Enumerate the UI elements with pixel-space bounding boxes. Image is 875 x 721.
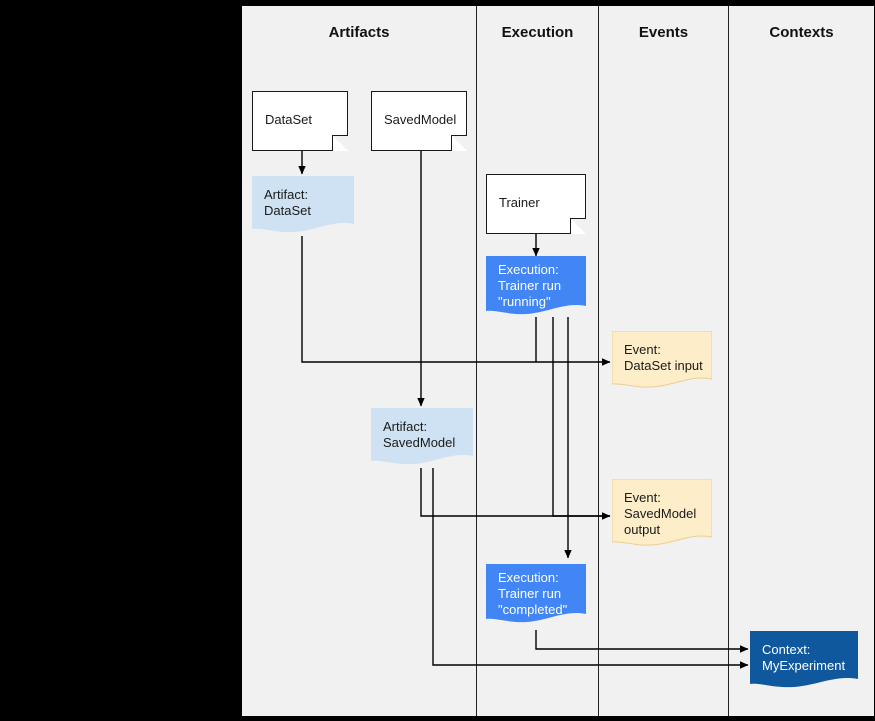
node-event-dataset-input[interactable]: Event: DataSet input: [612, 331, 712, 393]
node-execution-running-label: Execution: Trainer run "running": [498, 262, 562, 309]
page-fold-icon: [451, 135, 467, 151]
node-savedmodel-type-label: SavedModel: [384, 112, 457, 127]
column-divider-artifacts-execution: [476, 6, 477, 716]
node-context-myexperiment[interactable]: Context: MyExperiment: [750, 631, 858, 693]
artifact-shape: [252, 176, 354, 233]
edge-artifact-savedmodel-to-event-savedmodel-output: [420, 468, 610, 517]
node-artifact-dataset-label: Artifact: DataSet: [264, 187, 311, 218]
node-dataset-type-label: DataSet: [265, 112, 312, 127]
page-fold-icon: [570, 218, 586, 234]
edge-execution-running-to-event-savedmodel-output: [552, 317, 611, 520]
context-shape: [750, 631, 858, 688]
event-shape: [612, 331, 712, 388]
column-header-contexts: Contexts: [769, 24, 834, 41]
edge-execution-completed-to-context: [535, 630, 749, 653]
event-shape: [612, 479, 712, 546]
node-execution-completed-label: Execution: Trainer run "completed": [498, 570, 568, 617]
execution-shape: [486, 256, 586, 315]
node-trainer-type-label: Trainer: [499, 195, 540, 210]
node-event-dataset-input-label: Event: DataSet input: [624, 342, 703, 373]
node-dataset-type[interactable]: DataSet: [252, 91, 348, 151]
edge-layer: [298, 150, 749, 669]
node-event-savedmodel-output[interactable]: Event: SavedModel output: [612, 479, 712, 551]
node-context-myexperiment-label: Context: MyExperiment: [762, 642, 846, 673]
node-artifact-dataset[interactable]: Artifact: DataSet: [252, 176, 354, 238]
edge-artifact-dataset-to-event-dataset-input: [301, 236, 611, 366]
column-divider-events-contexts: [728, 6, 729, 716]
execution-shape: [486, 564, 586, 623]
node-savedmodel-type[interactable]: SavedModel: [371, 91, 467, 151]
node-execution-completed[interactable]: Execution: Trainer run "completed": [486, 564, 586, 628]
column-divider-execution-events: [598, 6, 599, 716]
node-artifact-savedmodel[interactable]: Artifact: SavedModel: [371, 408, 473, 470]
node-execution-running[interactable]: Execution: Trainer run "running": [486, 256, 586, 320]
artifact-shape: [371, 408, 473, 465]
column-header-artifacts: Artifacts: [328, 24, 390, 41]
node-trainer-type[interactable]: Trainer: [486, 174, 586, 234]
column-header-execution: Execution: [501, 24, 574, 41]
node-artifact-savedmodel-label: Artifact: SavedModel: [383, 419, 456, 450]
page-fold-icon: [332, 135, 348, 151]
column-header-events: Events: [638, 24, 689, 41]
diagram-panel: Artifacts Execution Events Contexts: [242, 6, 874, 716]
edge-artifact-savedmodel-to-context: [432, 468, 749, 669]
node-event-savedmodel-output-label: Event: SavedModel output: [624, 490, 697, 537]
